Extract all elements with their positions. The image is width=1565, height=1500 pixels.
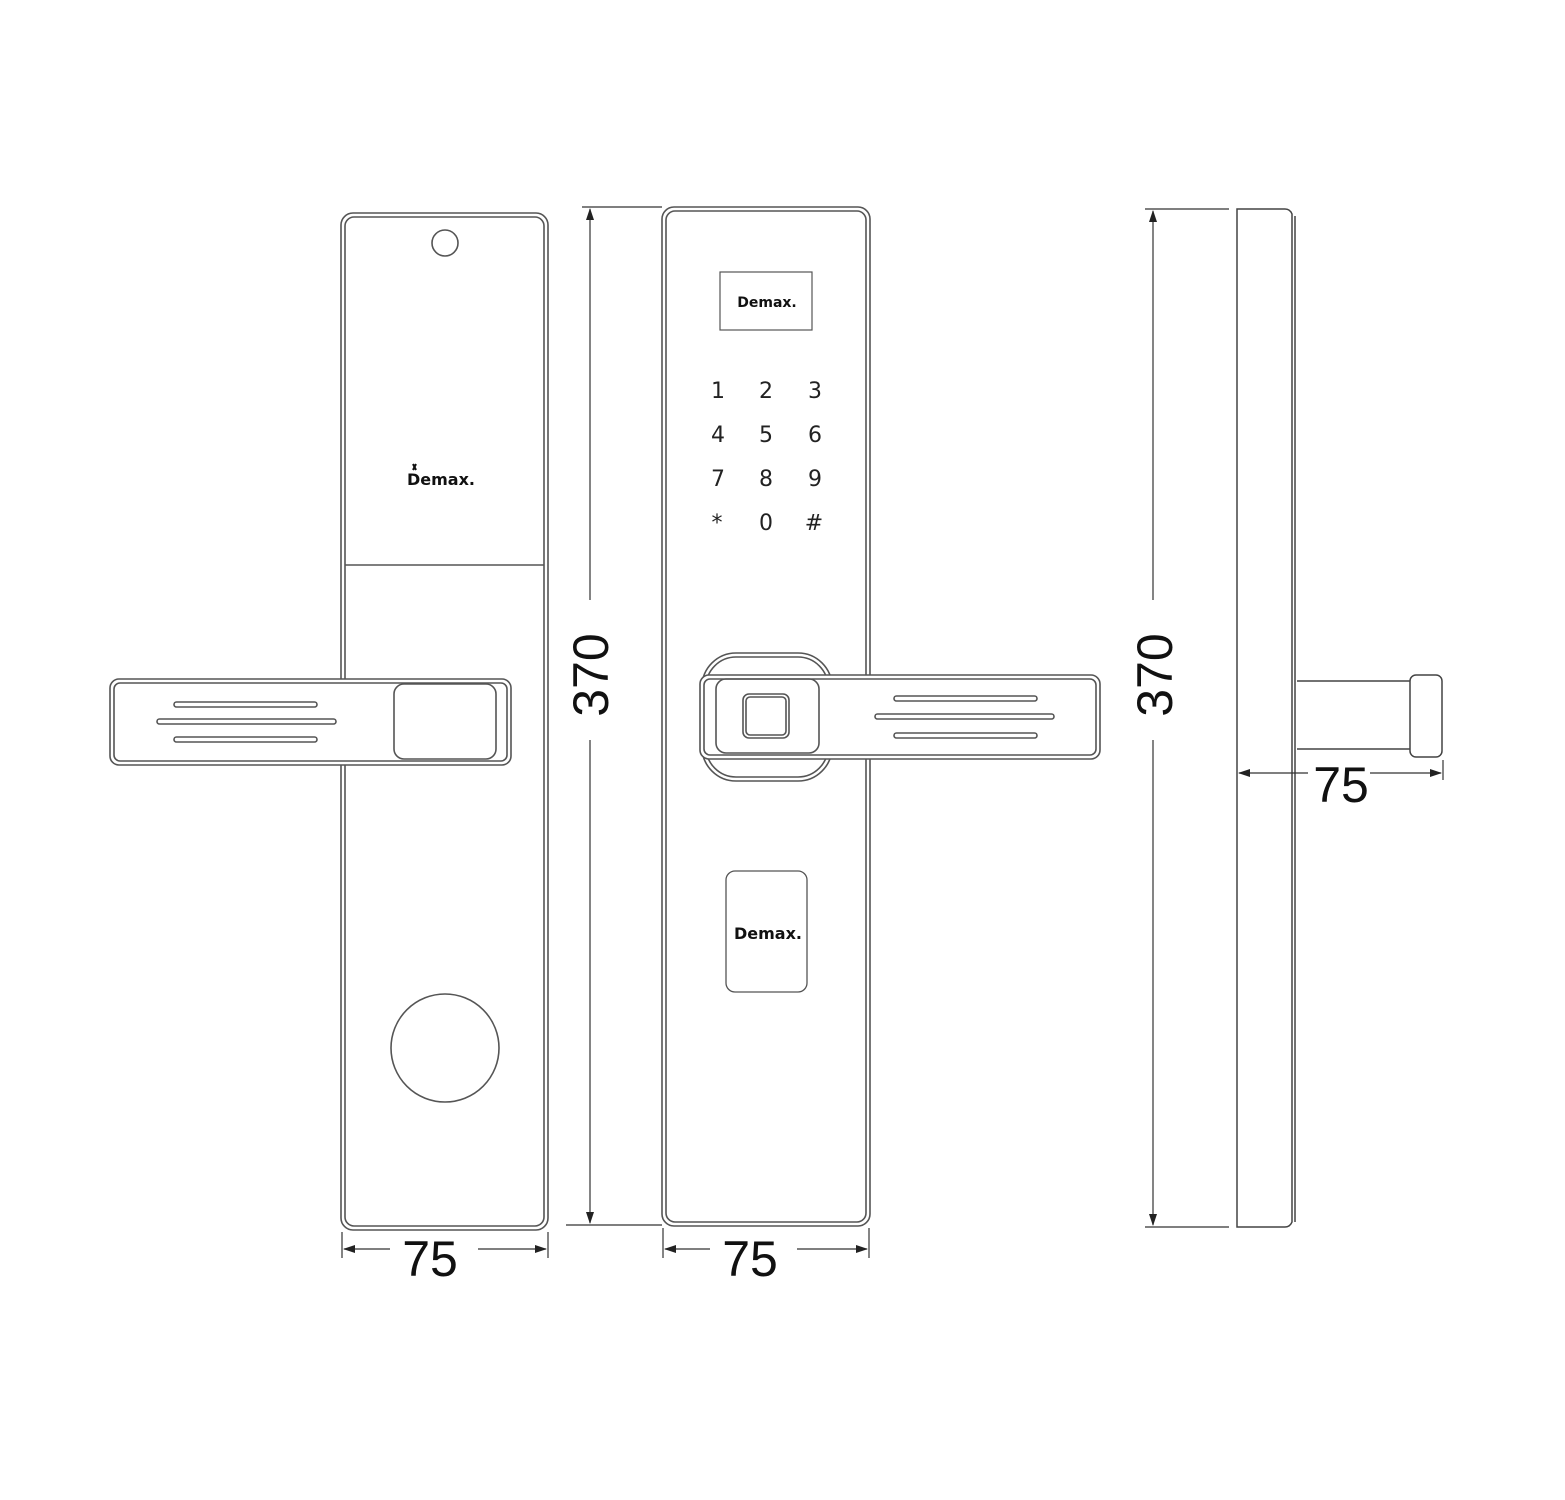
front-width-label: 75: [722, 1231, 778, 1287]
side-height-label: 370: [1127, 633, 1183, 716]
leaf-icon: [412, 463, 417, 471]
key-0: 0: [759, 511, 773, 536]
back-brand-logo: Demax.: [407, 470, 475, 489]
key-hash: #: [805, 511, 823, 536]
side-height-dimension: [1145, 208, 1229, 1228]
key-7: 7: [711, 467, 725, 492]
display-brand-logo: Demax.: [737, 295, 797, 311]
key-9: 9: [808, 467, 822, 492]
keypad: 1 2 3 4 5 6 7 8 9 * 0 #: [711, 379, 823, 536]
back-view: [109, 212, 549, 1231]
key-4: 4: [711, 423, 725, 448]
top-sensor-icon: [431, 229, 459, 257]
front-view: [661, 206, 1101, 1227]
side-depth-label: 75: [1313, 757, 1369, 813]
display-window: [719, 271, 813, 331]
back-lever-handle: [109, 678, 512, 766]
side-lever-end: [1409, 674, 1443, 758]
card-reader: [725, 870, 808, 993]
side-depth-dimension: [1238, 760, 1444, 780]
key-2: 2: [759, 379, 773, 404]
side-view: [1236, 208, 1443, 1228]
key-star: *: [712, 511, 723, 536]
side-plate: [1236, 208, 1293, 1228]
front-height-dimension: [566, 206, 662, 1226]
back-width-dimension: [341, 1232, 549, 1258]
round-knob-icon: [390, 993, 500, 1103]
key-6: 6: [808, 423, 822, 448]
front-lever-handle: [699, 674, 1101, 760]
key-8: 8: [759, 467, 773, 492]
key-3: 3: [808, 379, 822, 404]
back-width-label: 75: [402, 1231, 458, 1287]
front-height-label: 370: [563, 633, 619, 716]
card-brand-logo: Demax.: [734, 924, 802, 943]
front-width-dimension: [662, 1228, 870, 1258]
fingerprint-sensor-icon: [742, 693, 790, 739]
key-5: 5: [759, 423, 773, 448]
key-1: 1: [711, 379, 725, 404]
